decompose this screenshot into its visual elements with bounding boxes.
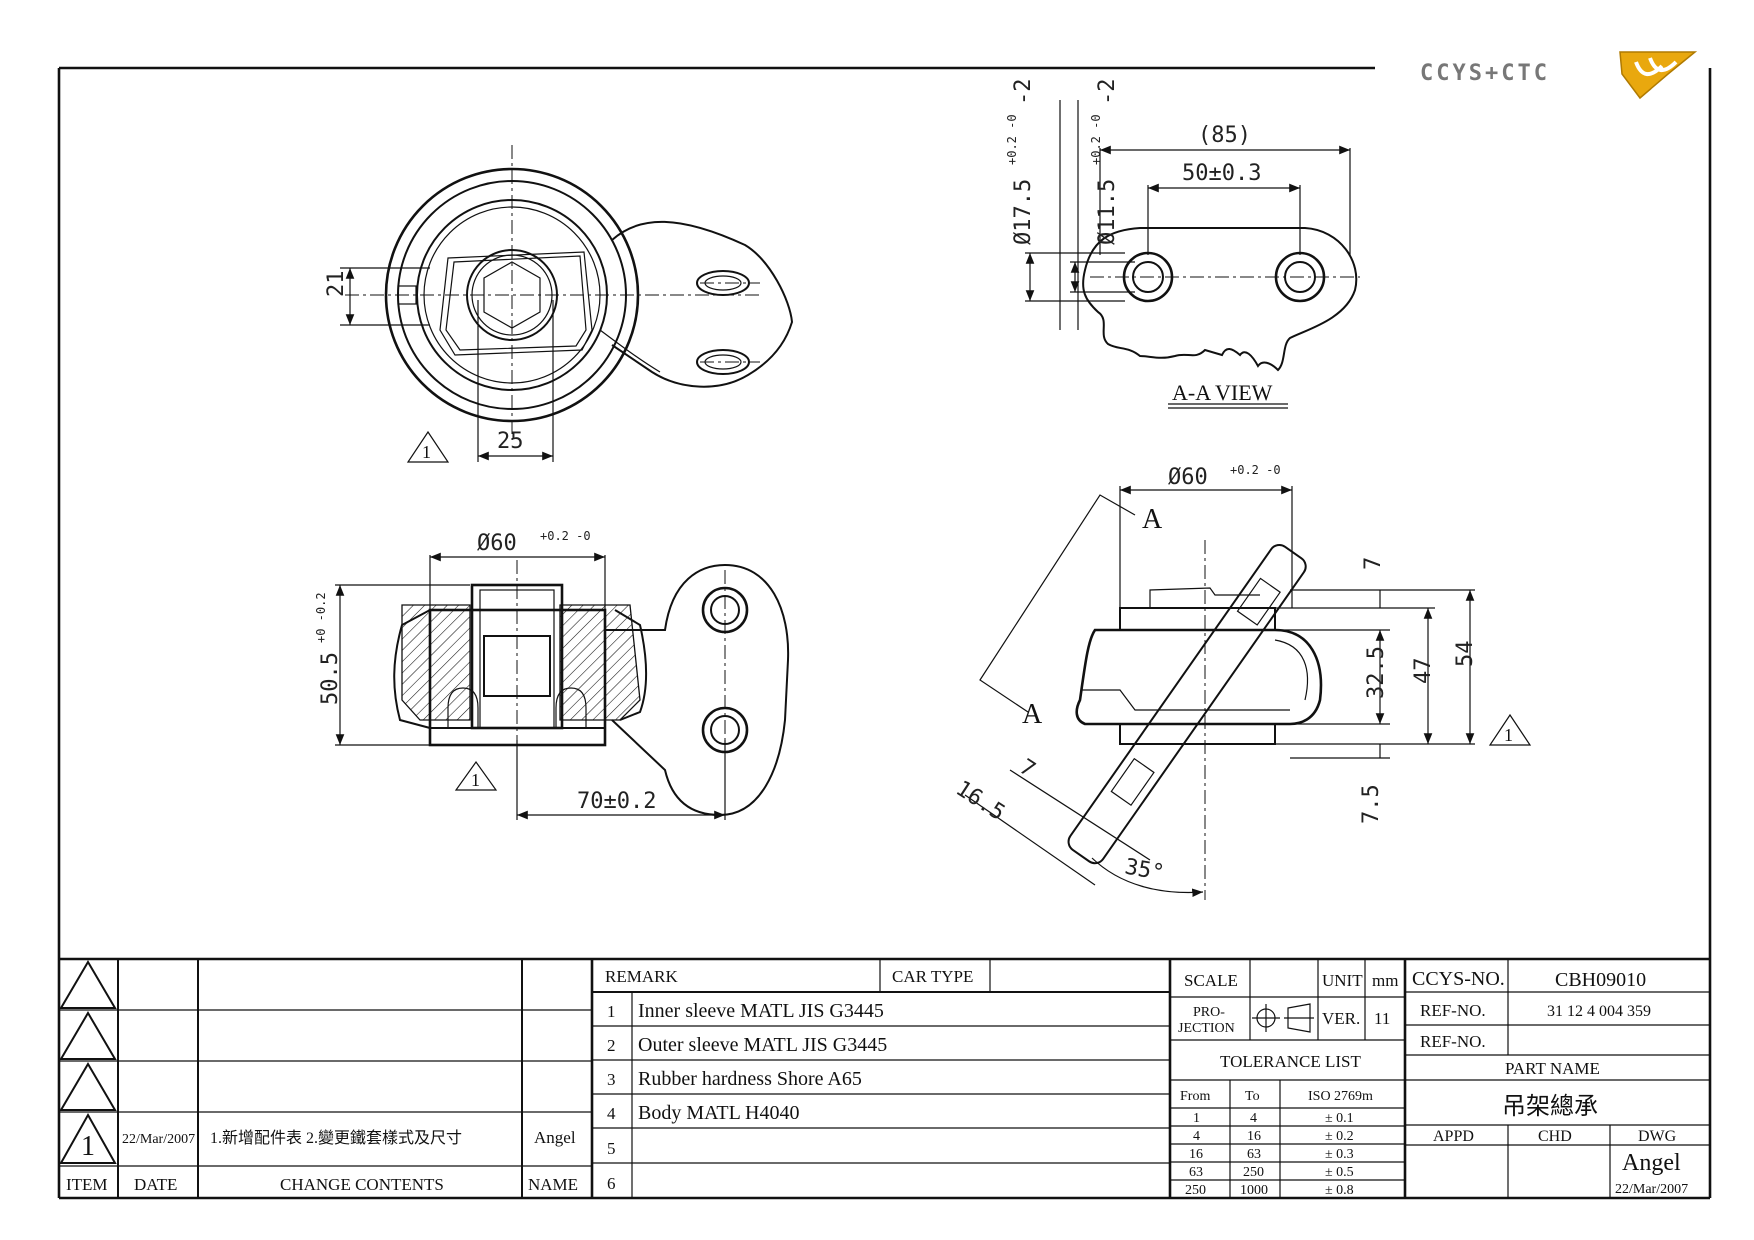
tol-row-3-to: 63 bbox=[1247, 1147, 1261, 1162]
iso-dim-54: 54 bbox=[1453, 641, 1478, 668]
rev-triangle-side: 1 bbox=[1504, 725, 1513, 745]
unit-label: UNIT bbox=[1322, 971, 1363, 990]
remark-6-no: 6 bbox=[607, 1174, 616, 1193]
tol-row-3-from: 16 bbox=[1189, 1147, 1203, 1162]
tol-row-2-to: 16 bbox=[1247, 1129, 1261, 1144]
dim-dia-11-5-tol: +0.2 -0 bbox=[1089, 114, 1103, 165]
front-dim-50-5-tol: +0 -0.2 bbox=[314, 592, 328, 643]
remark-3-text: Rubber hardness Shore A65 bbox=[638, 1068, 862, 1090]
section-mark-a-bottom: A bbox=[1022, 699, 1043, 730]
rev-header-contents: CHANGE CONTENTS bbox=[280, 1175, 444, 1194]
company-logo: CCYS+CTC bbox=[1420, 51, 1698, 100]
part-name-label: PART NAME bbox=[1505, 1059, 1600, 1078]
remark-4-text: Body MATL H4040 bbox=[638, 1102, 799, 1124]
dwg-label: DWG bbox=[1638, 1128, 1677, 1145]
rev-row-4-contents: 1.新增配件表 2.變更鐵套樣式及尺寸 bbox=[210, 1128, 462, 1147]
ccys-no-value: CBH09010 bbox=[1555, 969, 1646, 991]
iso-dim-47: 47 bbox=[1411, 658, 1436, 685]
appd-label: APPD bbox=[1433, 1128, 1474, 1145]
aa-view: (85) 50±0.3 Ø17.5 +0.2 -0 -2 Ø11.5 +0.2 … bbox=[1005, 79, 1360, 409]
tol-row-2-tol: ± 0.2 bbox=[1325, 1129, 1354, 1144]
tol-row-3-tol: ± 0.3 bbox=[1325, 1147, 1354, 1162]
iso-dim-7a: 7 bbox=[1361, 557, 1386, 570]
unit-value: mm bbox=[1372, 971, 1398, 990]
ref-no-label-2: REF-NO. bbox=[1420, 1032, 1486, 1051]
iso-dim-dia-60-tol: +0.2 -0 bbox=[1230, 463, 1281, 477]
rev-header-name: NAME bbox=[528, 1175, 578, 1194]
aa-view-label: A-A VIEW bbox=[1172, 380, 1273, 405]
rev-header-item: ITEM bbox=[66, 1175, 108, 1194]
iso-dim-32-5: 32.5 bbox=[1364, 646, 1389, 699]
dwg-date: 22/Mar/2007 bbox=[1615, 1182, 1688, 1197]
tolerance-title: TOLERANCE LIST bbox=[1220, 1052, 1361, 1071]
tol-header-iso: ISO 2769m bbox=[1308, 1089, 1373, 1104]
tol-header-to: To bbox=[1245, 1089, 1260, 1104]
rev-row-4-name: Angel bbox=[534, 1128, 576, 1147]
drawing-frame bbox=[57, 66, 1712, 1200]
remark-5-no: 5 bbox=[607, 1139, 616, 1158]
rev-triangle-top: 1 bbox=[422, 442, 431, 462]
ver-label: VER. bbox=[1322, 1009, 1360, 1028]
dim-25: 25 bbox=[497, 429, 524, 454]
title-block: 1 22/Mar/2007 1.新增配件表 2.變更鐵套樣式及尺寸 Angel … bbox=[59, 957, 1710, 1198]
ccys-no-label: CCYS-NO. bbox=[1412, 968, 1505, 990]
front-dim-dia-60-tol: +0.2 -0 bbox=[540, 529, 591, 543]
scale-label: SCALE bbox=[1184, 971, 1238, 990]
dim-21: 21 bbox=[324, 271, 349, 298]
front-dim-70: 70±0.2 bbox=[577, 789, 656, 814]
rev-header-date: DATE bbox=[134, 1175, 177, 1194]
remark-label: REMARK bbox=[605, 967, 678, 986]
dwg-name: Angel bbox=[1622, 1150, 1681, 1176]
section-mark-a-top: A bbox=[1142, 504, 1163, 535]
dim-dia-17-5: Ø17.5 bbox=[1011, 179, 1036, 245]
logo-text: CCYS+CTC bbox=[1420, 61, 1550, 86]
rev-row-4-date: 22/Mar/2007 bbox=[122, 1132, 195, 1147]
tol-row-1-to: 4 bbox=[1250, 1111, 1257, 1126]
tol-row-4-tol: ± 0.5 bbox=[1325, 1165, 1354, 1180]
remark-2-no: 2 bbox=[607, 1036, 616, 1055]
top-view: 21 25 1 bbox=[324, 145, 794, 463]
iso-dim-16-5: 16.5 bbox=[951, 776, 1009, 826]
rev-row-4-item: 1 bbox=[81, 1131, 95, 1162]
ref-no-value-1: 31 12 4 004 359 bbox=[1547, 1003, 1651, 1020]
tol-row-5-to: 1000 bbox=[1240, 1183, 1268, 1198]
side-view: Ø60 +0.2 -0 A A 7 32.5 47 54 7.5 1 7 16.… bbox=[951, 463, 1532, 900]
car-type-label: CAR TYPE bbox=[892, 967, 973, 986]
remark-1-no: 1 bbox=[607, 1002, 616, 1021]
iso-dim-7-5: 7.5 bbox=[1359, 784, 1384, 824]
remark-4-no: 4 bbox=[607, 1104, 616, 1123]
dim-85: (85) bbox=[1198, 123, 1251, 148]
iso-dim-7b: 7 bbox=[1015, 755, 1040, 783]
tol-row-1-from: 1 bbox=[1193, 1111, 1200, 1126]
tol-row-4-to: 250 bbox=[1243, 1165, 1264, 1180]
dim-50: 50±0.3 bbox=[1182, 161, 1261, 186]
projection-symbol-icon bbox=[1252, 1003, 1314, 1033]
part-name-value: 吊架總承 bbox=[1502, 1093, 1598, 1120]
dim-dia-11-5-suffix: -2 bbox=[1095, 79, 1120, 106]
tol-row-4-from: 63 bbox=[1189, 1165, 1203, 1180]
remark-2-text: Outer sleeve MATL JIS G3445 bbox=[638, 1034, 887, 1056]
ref-no-label-1: REF-NO. bbox=[1420, 1001, 1486, 1020]
iso-dim-dia-60: Ø60 bbox=[1168, 465, 1208, 490]
front-section-view: Ø60 +0.2 -0 50.5 +0 -0.2 70±0.2 1 bbox=[314, 529, 790, 820]
tol-row-1-tol: ± 0.1 bbox=[1325, 1111, 1354, 1126]
front-dim-50-5: 50.5 bbox=[318, 652, 343, 705]
rev-triangle-front: 1 bbox=[471, 770, 480, 790]
chd-label: CHD bbox=[1538, 1128, 1572, 1145]
dim-dia-17-5-tol: +0.2 -0 bbox=[1005, 114, 1019, 165]
front-dim-dia-60: Ø60 bbox=[477, 531, 517, 556]
tol-row-5-tol: ± 0.8 bbox=[1325, 1183, 1354, 1198]
tol-header-from: From bbox=[1180, 1089, 1210, 1104]
dim-dia-11-5: Ø11.5 bbox=[1095, 179, 1120, 245]
projection-label-2: JECTION bbox=[1178, 1021, 1235, 1036]
dim-dia-17-5-suffix: -2 bbox=[1011, 79, 1036, 106]
remark-1-text: Inner sleeve MATL JIS G3445 bbox=[638, 1000, 884, 1022]
tol-row-2-from: 4 bbox=[1193, 1129, 1200, 1144]
projection-label-1: PRO- bbox=[1193, 1005, 1225, 1020]
remark-3-no: 3 bbox=[607, 1070, 616, 1089]
ver-value: 11 bbox=[1374, 1009, 1390, 1028]
tol-row-5-from: 250 bbox=[1185, 1183, 1206, 1198]
